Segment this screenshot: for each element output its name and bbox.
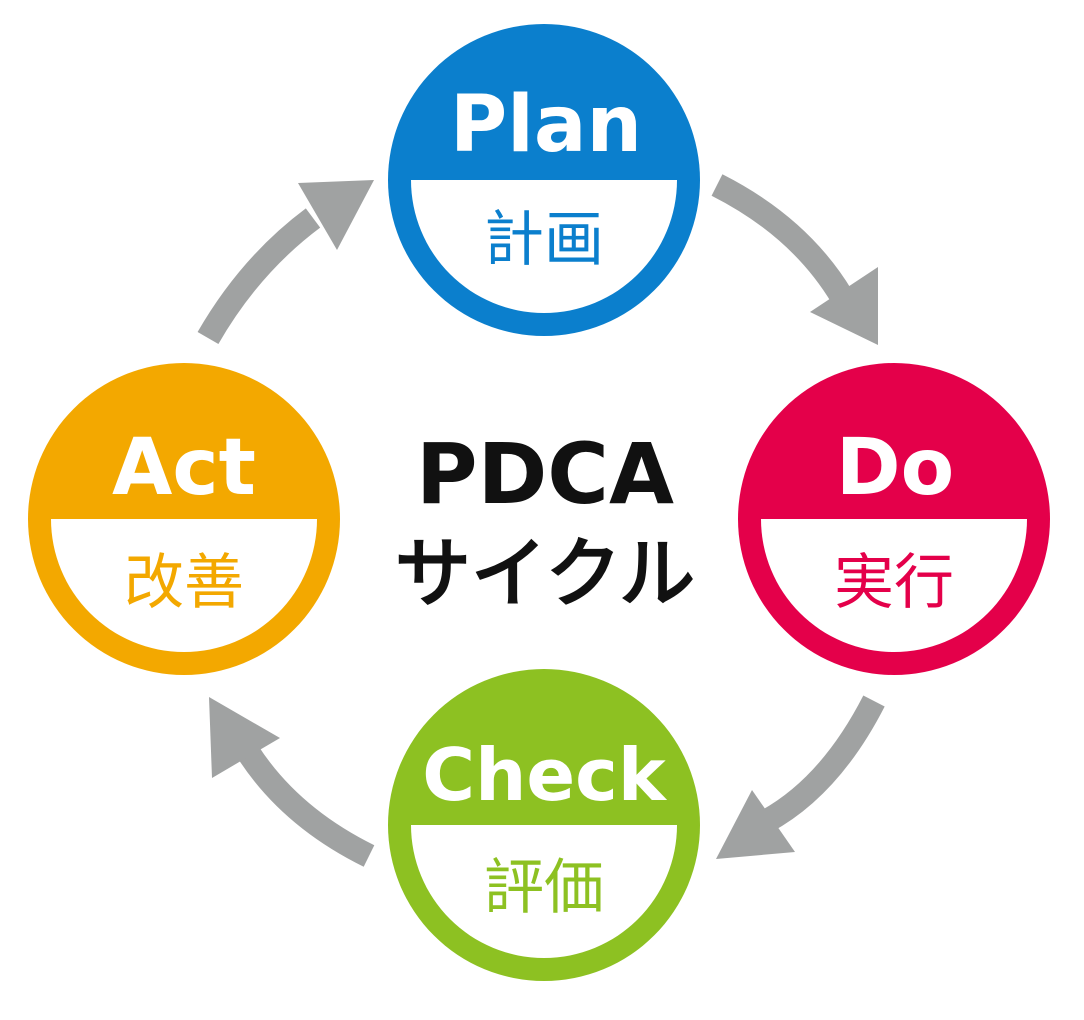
plan-label-ja: 計画 bbox=[484, 205, 604, 275]
center-title-line2: サイクル bbox=[395, 529, 695, 618]
stage-act: Act 改善 bbox=[28, 363, 340, 675]
check-label-ja: 評価 bbox=[484, 853, 604, 923]
stage-plan: Plan 計画 bbox=[388, 24, 700, 336]
plan-label-en: Plan bbox=[450, 80, 642, 170]
arrow-act-to-plan bbox=[197, 180, 374, 344]
act-inner-panel bbox=[51, 519, 317, 652]
do-inner-panel bbox=[761, 519, 1027, 652]
center-title-line1: PDCA bbox=[416, 425, 674, 523]
do-label-ja: 実行 bbox=[834, 548, 954, 618]
check-inner-panel bbox=[411, 825, 677, 958]
act-label-ja: 改善 bbox=[124, 548, 244, 618]
arrow-do-to-check bbox=[716, 695, 885, 859]
stage-check: Check 評価 bbox=[388, 669, 700, 981]
stage-do: Do 実行 bbox=[738, 363, 1050, 675]
check-label-en: Check bbox=[422, 733, 668, 817]
center-title: PDCA サイクル bbox=[395, 425, 695, 618]
arrow-check-to-act bbox=[209, 697, 375, 867]
act-label-en: Act bbox=[112, 423, 256, 513]
plan-inner-panel bbox=[411, 180, 677, 313]
cycle-arrows bbox=[197, 174, 885, 867]
arrow-plan-to-do bbox=[711, 174, 878, 345]
do-label-en: Do bbox=[836, 423, 954, 513]
